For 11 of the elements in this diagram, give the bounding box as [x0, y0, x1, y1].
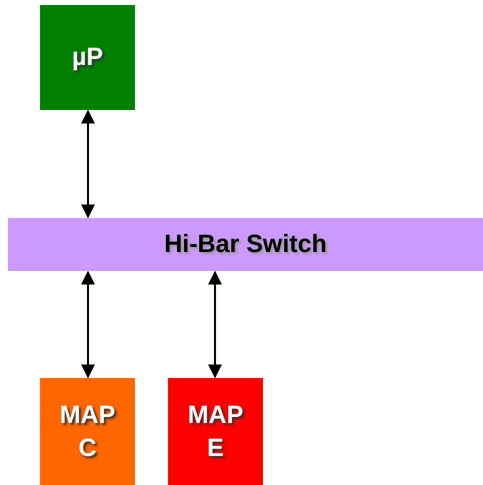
arrow	[81, 110, 95, 218]
node-label: MAP E	[186, 400, 244, 464]
node-label: MAP C	[58, 400, 116, 464]
map-box	[168, 378, 263, 485]
map-box	[40, 378, 135, 485]
processor-box	[40, 5, 135, 110]
node-label: Hi-Bar Switch	[164, 229, 327, 260]
arrow	[81, 270, 95, 378]
arrow	[208, 270, 222, 378]
switch-bar	[8, 218, 483, 271]
node-label: µP	[72, 42, 104, 74]
